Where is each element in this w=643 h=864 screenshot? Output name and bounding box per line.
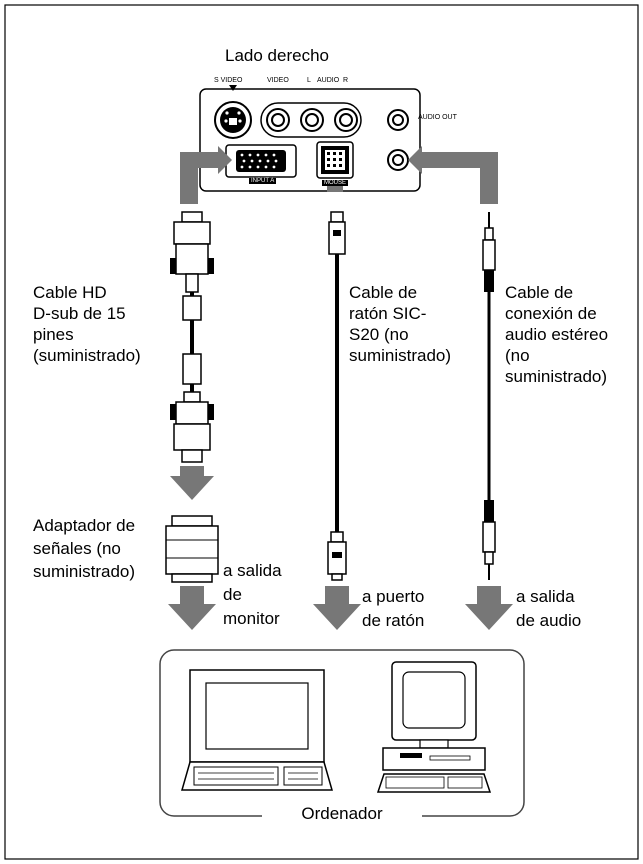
audio-out-jack-icon (387, 149, 409, 171)
s-video-label: S VIDEO (214, 77, 243, 84)
signal-adapter-icon (165, 515, 219, 583)
down-arrow-mouse-icon (313, 586, 361, 630)
hd-cable-line: pines (33, 325, 74, 344)
monitor-output-line: de (223, 585, 242, 604)
laptop-icon (181, 669, 333, 791)
hd-cable-line: (suministrado) (33, 346, 141, 365)
r-label: R (343, 77, 349, 84)
desktop-computer-icon (376, 661, 492, 793)
audio-cable-line: (no (505, 346, 530, 365)
down-arrow-audio-icon (465, 586, 513, 630)
audio-cable-line: conexión de (505, 304, 597, 323)
audio-cable-line: suministrado) (505, 367, 608, 386)
hd-dsub-cable-icon (170, 211, 214, 463)
hd-cable-line: Cable HD (33, 283, 107, 302)
monitor-output-line: monitor (223, 609, 280, 628)
mouse-cable-line: ratón SIC- (349, 304, 427, 323)
mouse-cable-icon (327, 211, 347, 581)
down-arrow-monitor-icon (168, 586, 216, 630)
adapter-line: Adaptador de (33, 516, 136, 535)
audio-cable-line: audio estéreo (505, 325, 609, 344)
video-label: VIDEO (267, 77, 289, 84)
mouse-cable-line: suministrado) (349, 346, 452, 365)
down-arrow-adapter-icon (170, 466, 214, 500)
input-a-label: INPUT A (249, 178, 277, 184)
mouse-label: MOUSE (322, 180, 349, 186)
audio-cable-line: Cable de (505, 283, 574, 302)
audio-out-jack-top-icon (387, 109, 409, 131)
connector-panel (199, 85, 421, 192)
mouse-port-line: a puerto (362, 587, 425, 606)
monitor-output-line: a salida (223, 561, 282, 580)
mouse-port-icon (316, 141, 354, 179)
mouse-cable-line: Cable de (349, 283, 418, 302)
audio-out-label: AUDIO OUT (418, 114, 457, 121)
hd-cable-line: D-sub de 15 (33, 304, 126, 323)
audio-output-line: a salida (516, 587, 575, 606)
mouse-port-line: de ratón (362, 611, 425, 630)
input-a-dsub-port-icon (225, 144, 297, 178)
connection-arrows (180, 146, 498, 204)
audio-label: AUDIO (317, 77, 340, 84)
outer-frame (4, 4, 639, 860)
adapter-line: suministrado) (33, 562, 136, 581)
mouse-cable-line: S20 (no (349, 325, 409, 344)
computer-label: Ordenador (262, 804, 422, 824)
l-label: L (307, 77, 311, 84)
s-video-jack-icon (214, 85, 252, 139)
audio-output-line: de audio (516, 611, 582, 630)
panel-title: Lado derecho (225, 46, 329, 65)
rca-jacks-icon (260, 102, 362, 138)
adapter-line: señales (no (33, 539, 121, 558)
audio-cable-icon (482, 212, 496, 580)
